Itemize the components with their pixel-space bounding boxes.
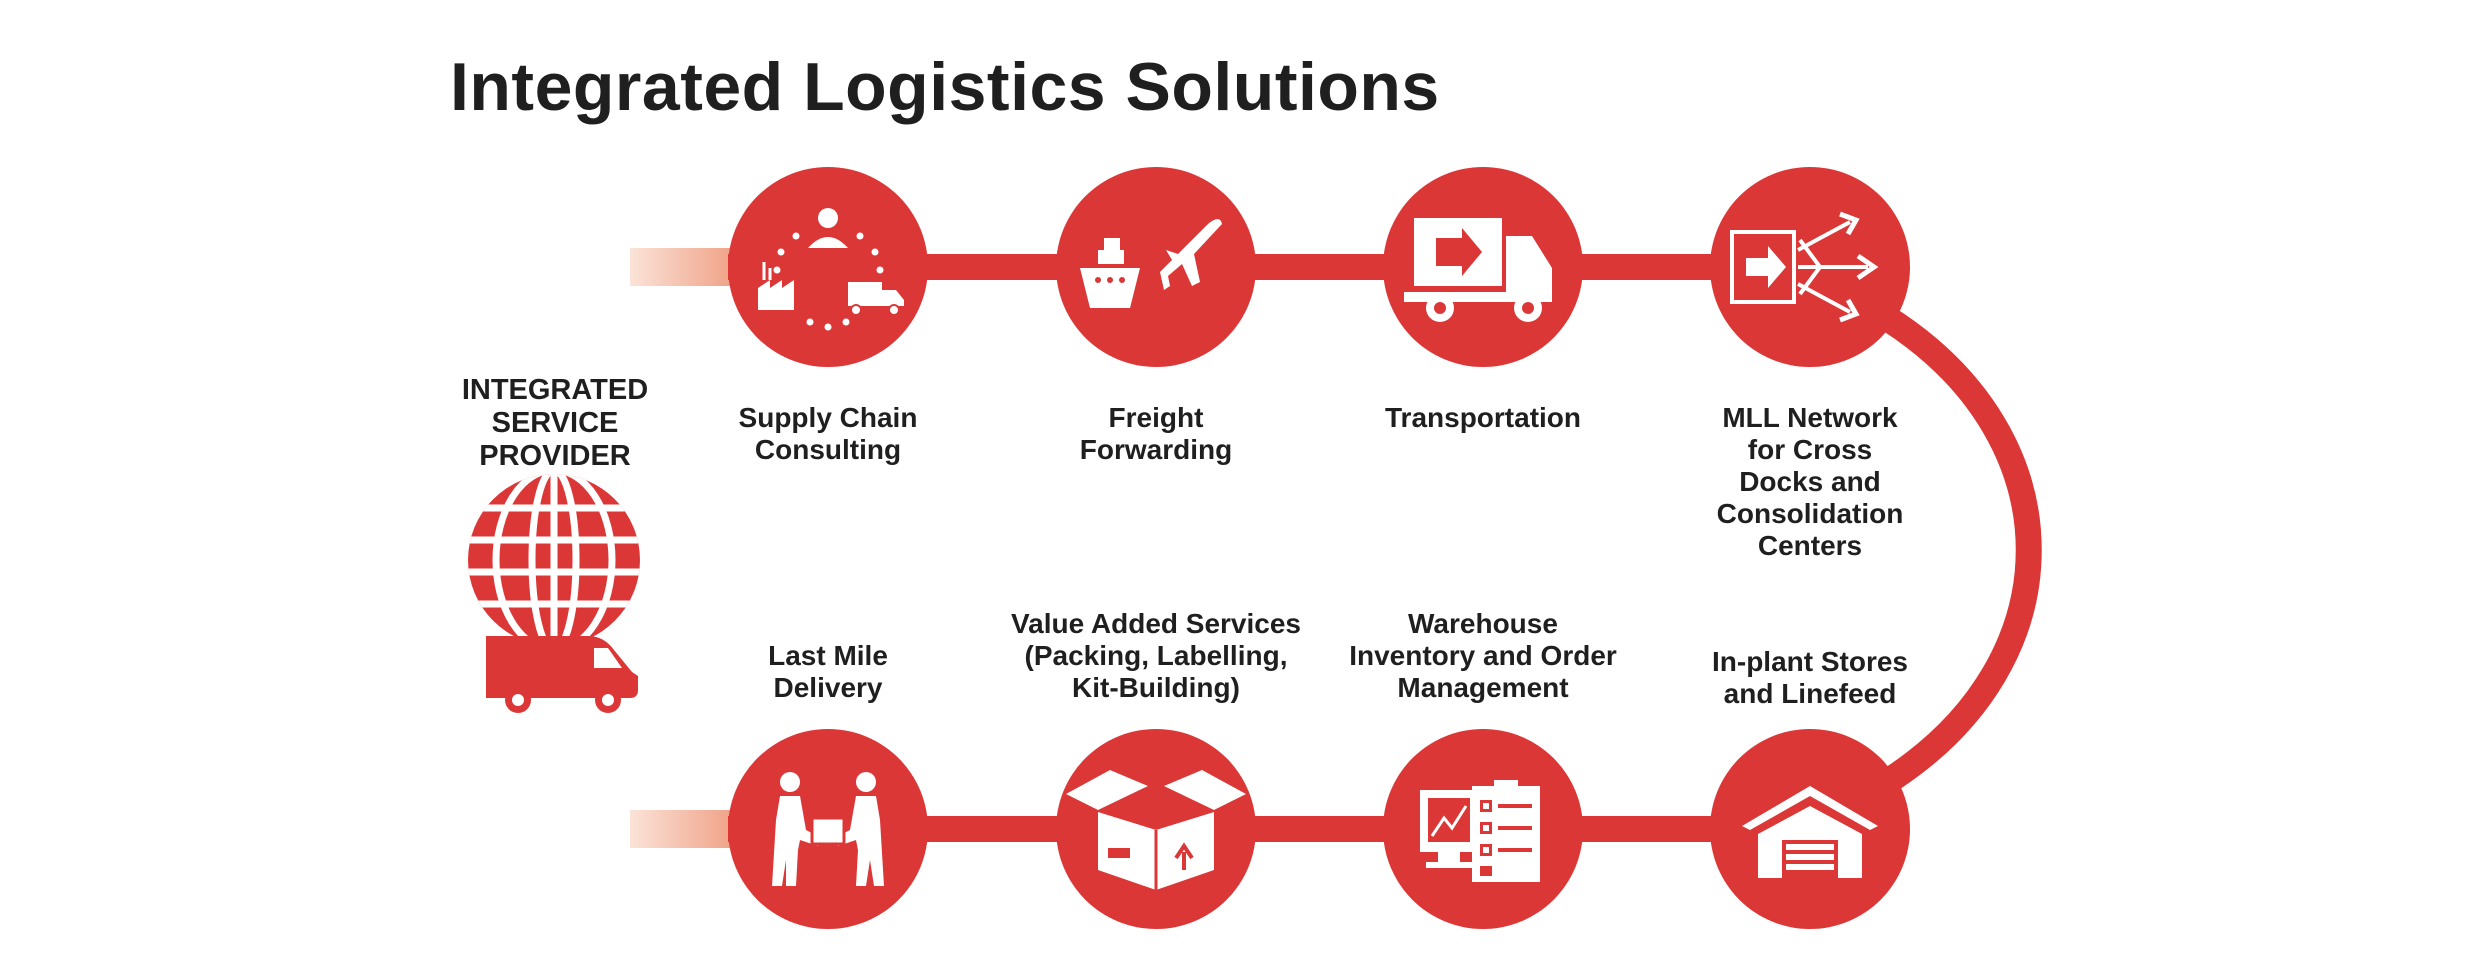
ship-plane-icon (1080, 219, 1222, 308)
node-value-added-services (1056, 729, 1256, 929)
label-supply-chain-consulting: Supply Chain Consulting (738, 402, 918, 465)
label-last-mile-delivery: Last Mile Delivery (768, 640, 888, 703)
open-box-icon (1066, 770, 1246, 890)
supply-chain-consulting-icon (758, 208, 904, 331)
label-freight-forwarding: Freight Forwarding (1079, 402, 1233, 465)
node-supply-chain-consulting (728, 167, 928, 367)
globe-icon (468, 474, 640, 646)
truck-icon (1404, 218, 1552, 322)
inventory-checklist-icon (1420, 780, 1540, 882)
page-title: Integrated Logistics Solutions (450, 49, 1440, 125)
warehouse-icon (1742, 786, 1878, 878)
bottom-lead-in-bar (630, 810, 730, 848)
delivery-van-icon (486, 636, 638, 713)
cross-dock-arrows-icon (1730, 211, 1879, 323)
label-mll-network: MLL Network for Cross Docks and Consolid… (1716, 402, 1904, 561)
top-lead-in-bar (630, 248, 730, 286)
node-freight-forwarding (1056, 167, 1256, 367)
integrated-service-provider-label: INTEGRATED SERVICE PROVIDER (461, 374, 649, 472)
label-value-added-services: Value Added Services (Packing, Labelling… (1011, 608, 1301, 703)
handshake-delivery-icon (772, 772, 884, 886)
label-warehouse-inventory: Warehouse Inventory and Order Management (1349, 608, 1617, 703)
label-in-plant-stores: In-plant Stores and Linefeed (1711, 646, 1909, 709)
label-transportation: Transportation (1384, 402, 1582, 433)
